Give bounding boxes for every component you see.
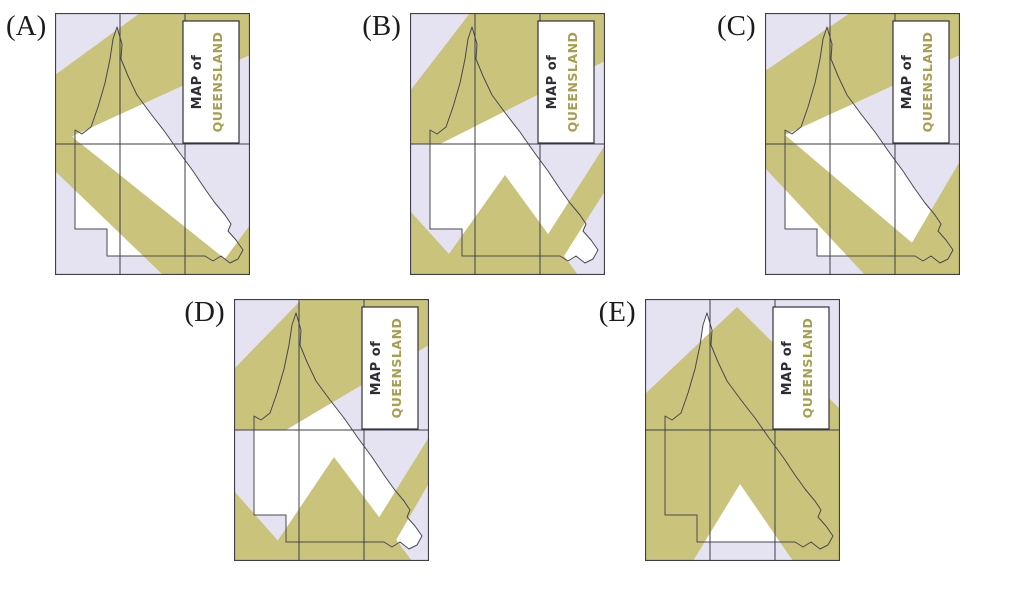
option-label-c: (C) — [716, 10, 756, 42]
option-panel-e: (E) MAP of QUEENSLAND — [598, 296, 840, 561]
svg-text:QUEENSLAND: QUEENSLAND — [800, 318, 815, 419]
svg-text:QUEENSLAND: QUEENSLAND — [920, 32, 935, 133]
svg-text:QUEENSLAND: QUEENSLAND — [565, 32, 580, 133]
answer-options-figure: (A) MAP of QUEENSLAND (B) MAP of QUEENSLAN… — [0, 10, 1024, 561]
option-label-d: (D) — [184, 296, 225, 328]
option-label-b: (B) — [362, 10, 401, 42]
svg-text:MAP of: MAP of — [900, 55, 915, 110]
svg-text:QUEENSLAND: QUEENSLAND — [389, 318, 404, 419]
options-row-top: (A) MAP of QUEENSLAND (B) MAP of QUEENSLAN… — [0, 10, 1024, 275]
queensland-map-option-d: MAP of QUEENSLAND — [233, 299, 429, 561]
option-panel-b: (B) MAP of QUEENSLAND — [362, 10, 605, 275]
svg-text:QUEENSLAND: QUEENSLAND — [210, 32, 225, 133]
queensland-map-option-b: MAP of QUEENSLAND — [409, 13, 605, 275]
options-row-bottom: (D) MAP of QUEENSLAND (E) MAP of QUEENSLAN… — [0, 296, 1024, 561]
svg-text:MAP of: MAP of — [545, 55, 560, 110]
queensland-map-option-a: MAP of QUEENSLAND — [55, 13, 251, 275]
option-label-e: (E) — [598, 296, 636, 328]
svg-text:MAP of: MAP of — [190, 55, 205, 110]
option-panel-c: (C) MAP of QUEENSLAND — [716, 10, 960, 275]
queensland-map-option-e: MAP of QUEENSLAND — [644, 299, 840, 561]
option-panel-d: (D) MAP of QUEENSLAND — [184, 296, 429, 561]
queensland-map-option-c: MAP of QUEENSLAND — [764, 13, 960, 275]
svg-text:MAP of: MAP of — [369, 341, 384, 396]
svg-text:MAP of: MAP of — [780, 341, 795, 396]
option-label-a: (A) — [6, 10, 47, 42]
option-panel-a: (A) MAP of QUEENSLAND — [6, 10, 251, 275]
